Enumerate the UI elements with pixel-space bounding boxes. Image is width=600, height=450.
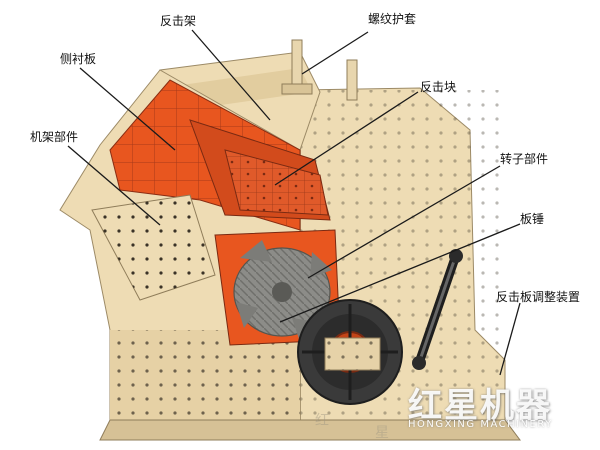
label-impact-rack: 反击架 [160,14,197,28]
label-screw-sleeve: 螺纹护套 [368,12,417,26]
label-rotor-parts: 转子部件 [500,152,549,166]
watermark-faint-char-1: 红 [315,413,329,429]
watermark-brand-pinyin: HONGXING MACHINERY [408,419,553,430]
watermark-brand: 红星机器 [408,386,552,426]
rotor-parts [233,240,332,342]
shaft-bracket [324,337,381,371]
label-frame-parts: 机架部件 [30,130,79,144]
hydraulic-cylinder [412,249,463,370]
watermark-faint-char-2: 星 [375,425,389,441]
leader-lines [67,29,521,376]
label-blow-bar: 板锤 [520,212,545,226]
screw-sleeves [281,39,358,101]
feed-plate [91,194,216,301]
label-side-liner: 侧衬板 [60,52,97,66]
base [99,419,521,441]
label-impact-block: 反击块 [420,80,457,94]
impact-rack [189,119,331,221]
label-impact-plate-adjuster: 反击板调整装置 [496,290,581,304]
